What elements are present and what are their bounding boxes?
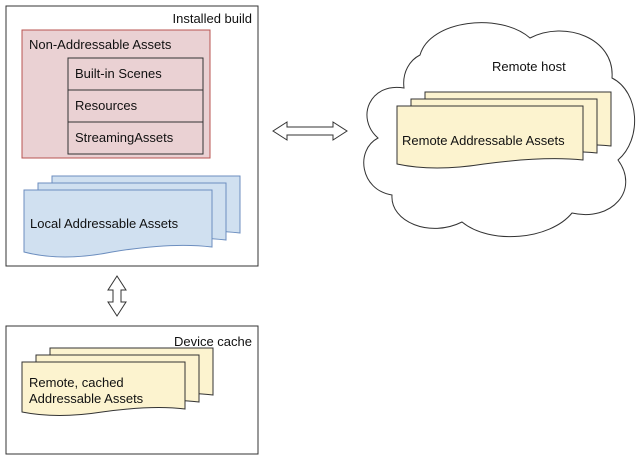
streaming-assets-cell bbox=[67, 121, 204, 155]
local-assets-label: Local Addressable Assets bbox=[30, 216, 179, 231]
cached-doc-front bbox=[21, 361, 186, 416]
local-assets-stack bbox=[23, 175, 241, 258]
streaming-assets-label: StreamingAssets bbox=[75, 130, 174, 145]
local-doc-front bbox=[23, 189, 213, 258]
remote-host-title: Remote host bbox=[492, 59, 566, 74]
vertical-double-arrow bbox=[107, 275, 127, 317]
remote-assets-stack bbox=[396, 91, 612, 169]
remote-assets-label: Remote Addressable Assets bbox=[402, 133, 565, 148]
non-addressable-title: Non-Addressable Assets bbox=[29, 37, 172, 52]
installed-build-title: Installed build bbox=[172, 11, 253, 26]
device-cache-title: Device cache bbox=[173, 334, 252, 349]
resources-label: Resources bbox=[75, 98, 138, 113]
built-in-scenes-label: Built-in Scenes bbox=[75, 66, 162, 81]
cached-assets-label-line2: Addressable Assets bbox=[29, 391, 144, 406]
resources-cell bbox=[67, 89, 204, 123]
horizontal-double-arrow bbox=[272, 121, 348, 141]
remote-doc-front bbox=[396, 105, 584, 169]
built-in-scenes-cell bbox=[67, 57, 204, 91]
cached-assets-stack bbox=[21, 347, 214, 416]
cached-assets-label-line1: Remote, cached bbox=[29, 375, 124, 390]
